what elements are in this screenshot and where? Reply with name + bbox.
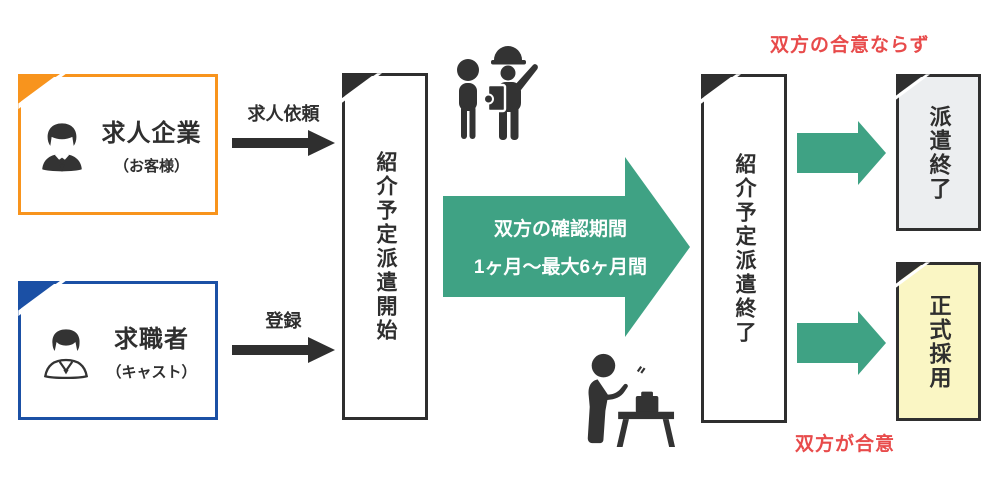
- folded-corner-icon: [342, 73, 382, 103]
- register-arrow: [232, 337, 335, 363]
- stage-end-card: 紹介予定派遣終了: [701, 74, 787, 423]
- jobseeker-icon: [44, 328, 89, 379]
- period-line1: 双方の確認期間: [493, 219, 627, 240]
- stage-end-label: 紹介予定派遣終了: [733, 152, 756, 345]
- folded-corner-icon: [896, 74, 930, 100]
- agreement-note: 双方が合意: [795, 434, 896, 455]
- arrow-head-icon: [858, 311, 886, 375]
- request-arrow-label: 求人依頼: [247, 104, 320, 124]
- worker-guide-icon: [457, 46, 538, 140]
- to-dispatch-end-arrow: [797, 121, 886, 185]
- stage-start-card: 紹介予定派遣開始: [342, 73, 428, 420]
- stage-start-label: 紹介予定派遣開始: [374, 150, 397, 343]
- arrow-head-icon: [858, 121, 886, 185]
- jobseeker-card: 求職者 （キャスト）: [18, 281, 218, 420]
- period-line2: 1ヶ月〜最大6ヶ月間: [473, 257, 648, 278]
- jobseeker-subtitle: （キャスト）: [106, 364, 197, 381]
- to-formal-hire-arrow: [797, 311, 886, 375]
- client-title: 求人企業: [101, 120, 202, 147]
- arrow-head-icon: [308, 337, 335, 363]
- dispatch-end-label: 派遣終了: [926, 104, 952, 201]
- no-agreement-note: 双方の合意ならず: [770, 35, 930, 56]
- folded-corner-icon: [701, 74, 741, 104]
- confirmation-period-arrow: 双方の確認期間 1ヶ月〜最大6ヶ月間: [443, 157, 690, 337]
- register-arrow-label: 登録: [265, 311, 302, 331]
- desk-work-icon: [587, 353, 676, 448]
- folded-corner-icon: [18, 281, 66, 316]
- jobseeker-title: 求職者: [113, 326, 189, 353]
- request-arrow: [232, 130, 335, 156]
- dispatch-end-card: 派遣終了: [896, 74, 981, 231]
- client-card: 求人企業 （お客様）: [18, 74, 218, 215]
- businessman-icon: [41, 122, 82, 172]
- client-subtitle: （お客様）: [113, 158, 189, 175]
- folded-corner-icon: [896, 262, 930, 288]
- formal-hire-label: 正式採用: [926, 293, 952, 390]
- formal-hire-card: 正式採用: [896, 262, 981, 421]
- arrow-head-icon: [308, 130, 335, 156]
- folded-corner-icon: [18, 74, 66, 109]
